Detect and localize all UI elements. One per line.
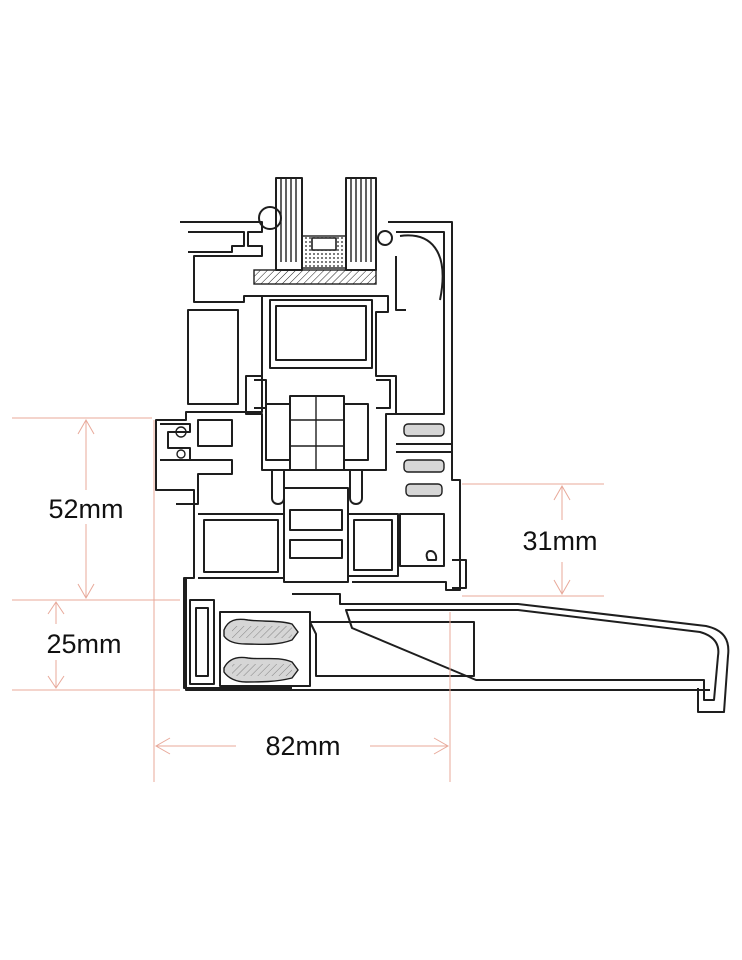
- dimension-label-52mm: 52mm: [48, 494, 123, 524]
- dimension-82mm: 82mm: [153, 420, 451, 782]
- sill-profile: [185, 578, 730, 713]
- dimension-label-82mm: 82mm: [265, 731, 340, 761]
- lower-frame-chambers: [198, 487, 399, 583]
- glazing-bead-seal: [258, 206, 282, 230]
- outer-frame-right: [352, 221, 467, 591]
- glazing-units: [253, 177, 393, 285]
- dimension-52mm: 52mm: [12, 417, 180, 601]
- sash-locking-block: [289, 395, 345, 471]
- thermal-break-gaskets: [223, 618, 299, 683]
- glass-pane-right: [345, 177, 377, 271]
- sash-profile: [245, 295, 397, 505]
- dimension-label-31mm: 31mm: [522, 526, 597, 556]
- glazing-gasket-right: [377, 230, 393, 246]
- dimension-25mm: 25mm: [12, 601, 180, 691]
- dimension-label-25mm: 25mm: [46, 629, 121, 659]
- glazing-packer: [253, 269, 377, 285]
- dimension-31mm: 31mm: [462, 483, 604, 597]
- glazing-spacer: [301, 235, 347, 269]
- outer-frame-profile: [155, 221, 292, 689]
